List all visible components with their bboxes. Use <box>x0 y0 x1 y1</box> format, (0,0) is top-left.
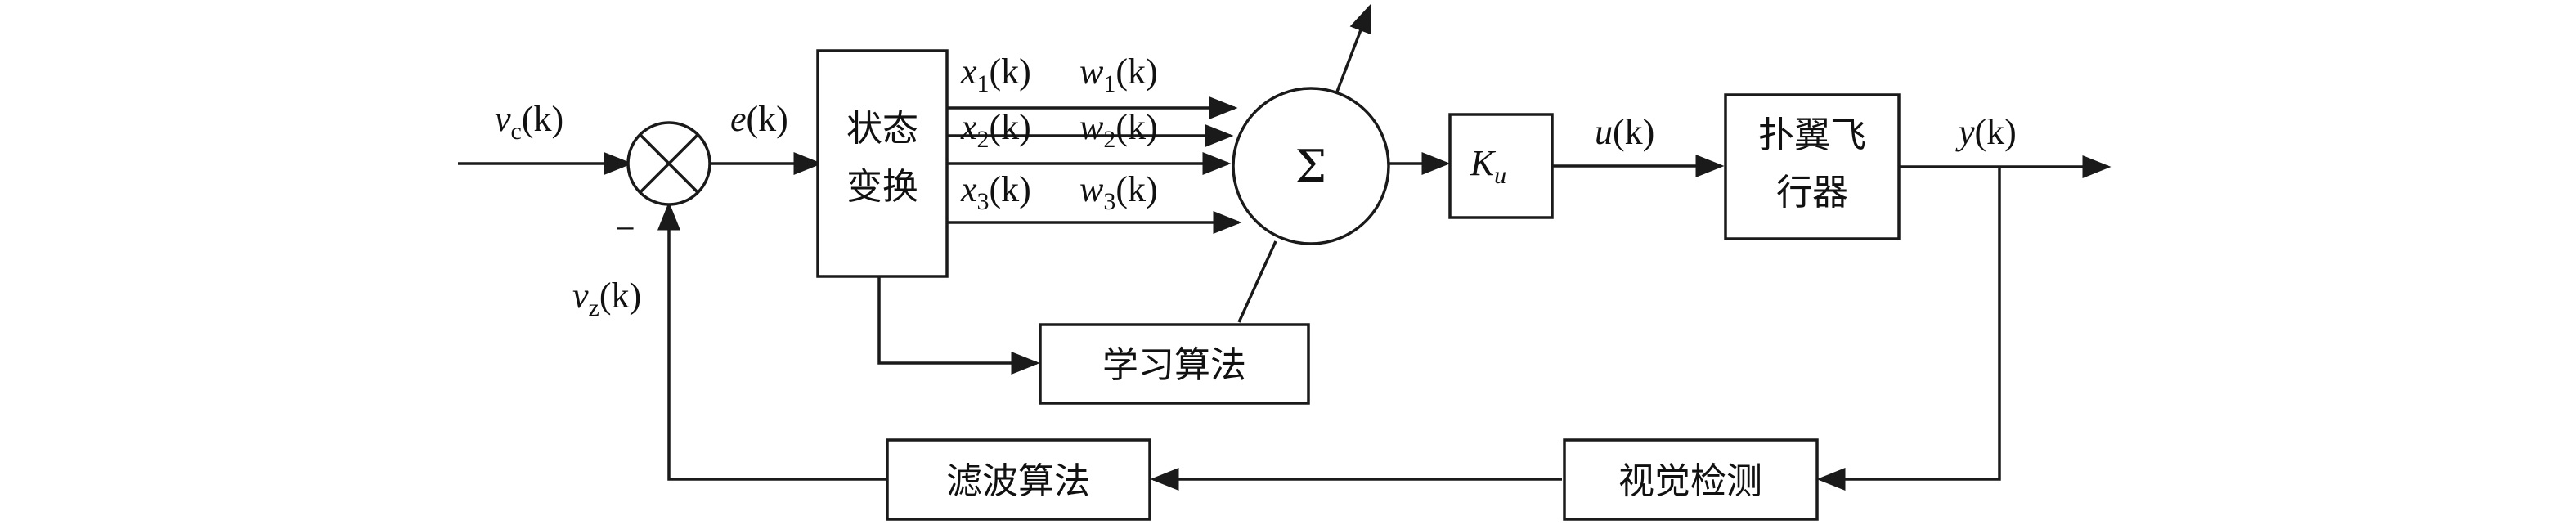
learning-algorithm-label: 学习算法 <box>1102 344 1246 386</box>
signal-x3: x3(k) <box>960 169 1031 215</box>
summing-junction <box>626 121 711 206</box>
signal-x1: x1(k) <box>960 52 1031 97</box>
plant-label-2: 行器 <box>1776 172 1848 213</box>
state-to-learning-wire <box>877 276 1040 375</box>
signal-vc: vc(k) <box>495 99 563 145</box>
sum-up-arrow <box>1335 3 1371 92</box>
vision-detection-label: 视觉检测 <box>1618 460 1762 502</box>
feedback-wire <box>657 201 886 481</box>
filter-algorithm-label: 滤波算法 <box>946 460 1090 502</box>
signal-x2: x2(k) <box>960 107 1031 153</box>
signal-w1: w1(k) <box>1079 52 1158 97</box>
state-transform-label-1: 状态 <box>846 108 918 150</box>
filter-algorithm-block: 滤波算法 <box>886 438 1151 521</box>
plant-label-1: 扑翼飞 <box>1758 114 1866 156</box>
state-transform-label-2: 变换 <box>846 166 918 208</box>
signal-w2: w2(k) <box>1079 107 1158 153</box>
signal-u: u(k) <box>1595 112 1654 152</box>
signal-e: e(k) <box>730 99 788 139</box>
learning-algorithm-block: 学习算法 <box>1039 323 1310 405</box>
summation-node: Σ <box>1232 87 1390 245</box>
summation-symbol: Σ <box>1295 141 1326 192</box>
gain-block: Ku <box>1448 113 1554 219</box>
signal-y: y(k) <box>1955 112 2017 152</box>
learning-to-sum-wire <box>1237 240 1277 323</box>
plant-block: 扑翼飞 行器 <box>1724 93 1901 240</box>
signal-w3: w3(k) <box>1079 169 1158 215</box>
state-transform-block: 状态 变换 <box>816 49 949 278</box>
signal-vz: vz(k) <box>572 276 641 321</box>
output-to-vision-wire <box>1816 167 2001 491</box>
minus-sign: − <box>615 209 635 249</box>
vision-detection-block: 视觉检测 <box>1563 438 1819 521</box>
gain-label: Ku <box>1470 143 1506 189</box>
